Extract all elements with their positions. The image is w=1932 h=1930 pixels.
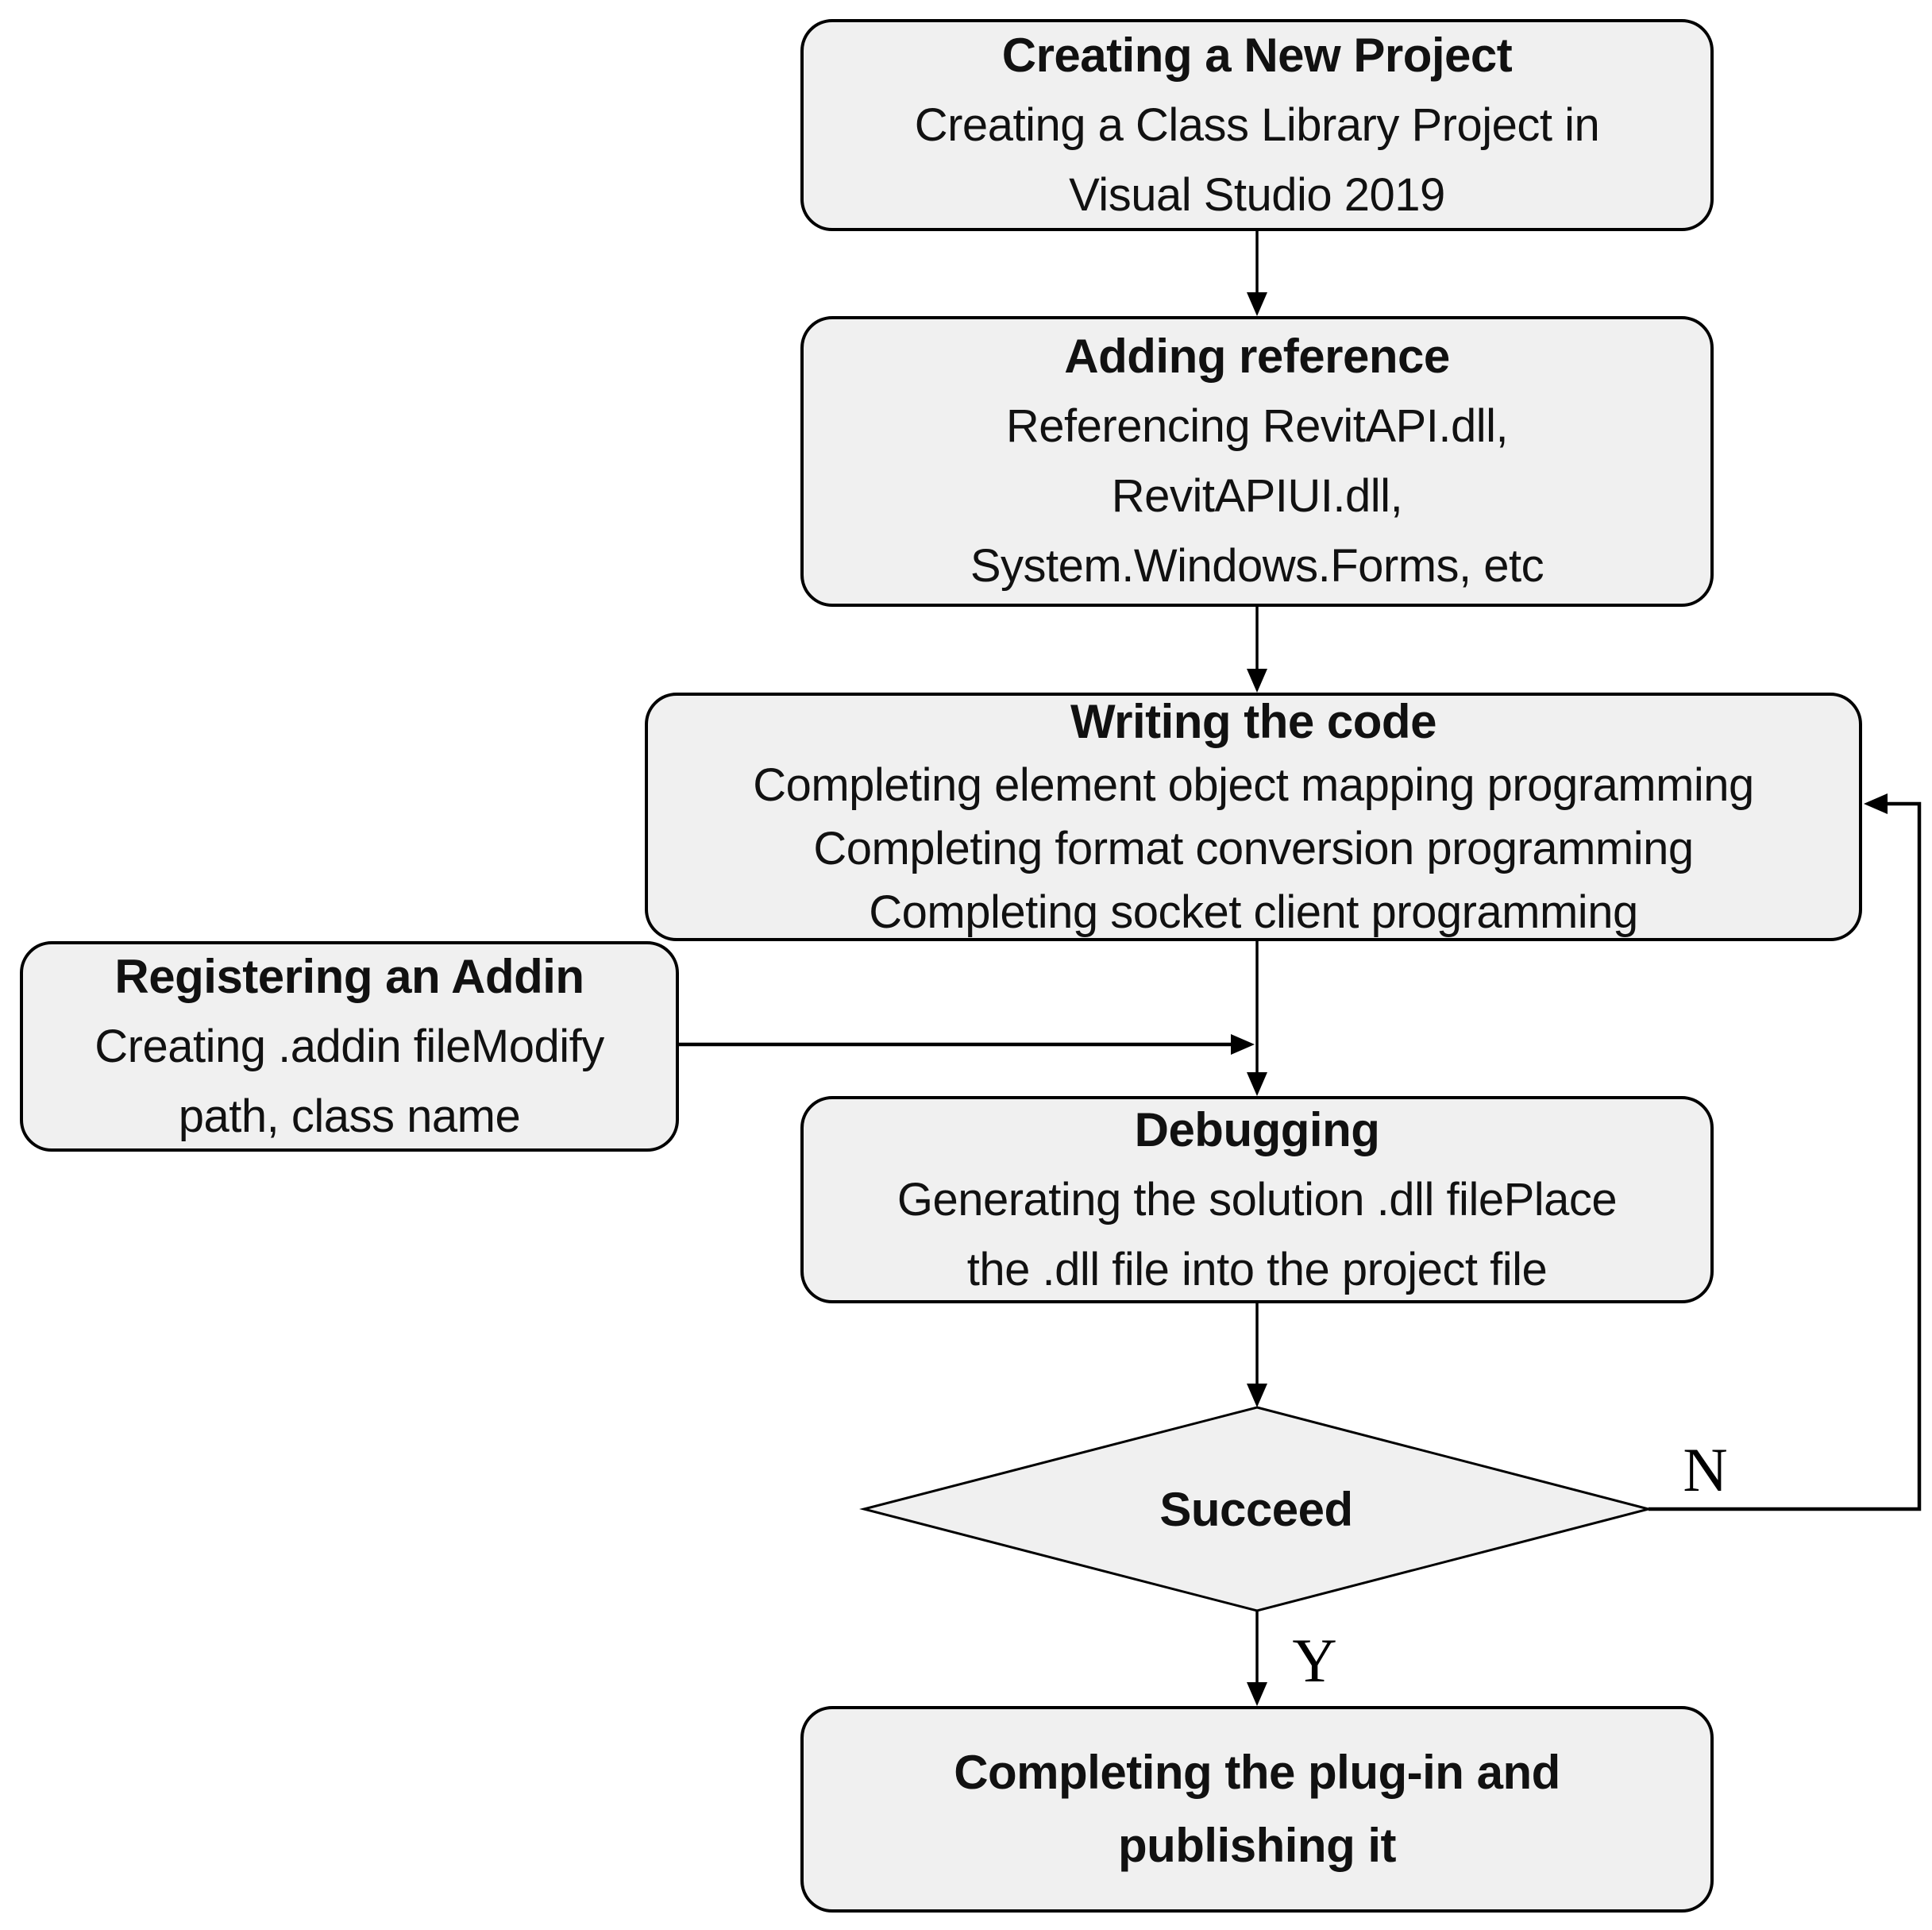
node-debugging: Debugging Generating the solution .dll f… (800, 1096, 1714, 1303)
node-registering-an-addin: Registering an Addin Creating .addin fil… (20, 941, 679, 1152)
arrowhead-into-writing-code (1247, 669, 1267, 693)
node-title: Debugging (1134, 1102, 1380, 1156)
edge-label-no: N (1683, 1434, 1728, 1504)
node-line: Creating a Class Library Project in (914, 98, 1600, 151)
node-line: Completing format conversion programming (813, 822, 1694, 874)
node-title: Registering an Addin (114, 949, 584, 1003)
node-completing-plugin: Completing the plug-in and publishing it (800, 1706, 1714, 1913)
node-line: Completing the plug-in and (954, 1746, 1560, 1799)
node-line: Creating .addin fileModify (94, 1020, 604, 1072)
arrowhead-registering-addin (1231, 1034, 1255, 1055)
edge-decision-no-feedback (1649, 801, 1922, 1511)
arrowhead-into-completing (1247, 1682, 1267, 1706)
node-adding-reference: Adding reference Referencing RevitAPI.dl… (800, 316, 1714, 607)
node-line: publishing it (1117, 1819, 1397, 1872)
node-line: Generating the solution .dll filePlace (897, 1173, 1618, 1226)
node-line: System.Windows.Forms, etc (970, 540, 1544, 592)
node-creating-new-project: Creating a New Project Creating a Class … (800, 19, 1714, 231)
node-title: Creating a New Project (1001, 28, 1513, 82)
node-line: Completing socket client programming (869, 886, 1638, 938)
node-line: the .dll file into the project file (966, 1243, 1548, 1295)
node-line: Visual Studio 2019 (1069, 168, 1445, 221)
node-title: Writing the code (1070, 694, 1436, 748)
node-writing-the-code: Writing the code Completing element obje… (645, 693, 1862, 941)
node-line: Completing element object mapping progra… (753, 758, 1754, 811)
node-line: Referencing RevitAPI.dll, (1005, 400, 1509, 452)
arrowhead-feedback-into-writing-code (1864, 793, 1888, 814)
decision-succeed-label: Succeed (1159, 1482, 1353, 1536)
node-line: path, class name (178, 1090, 521, 1142)
arrowhead-into-decision (1247, 1384, 1267, 1407)
edge-label-yes: Y (1292, 1625, 1337, 1695)
node-title: Adding reference (1064, 330, 1450, 383)
arrowhead-into-adding-reference (1247, 292, 1267, 316)
node-line: RevitAPIUI.dll, (1111, 470, 1403, 522)
arrowhead-into-debugging (1247, 1072, 1267, 1096)
